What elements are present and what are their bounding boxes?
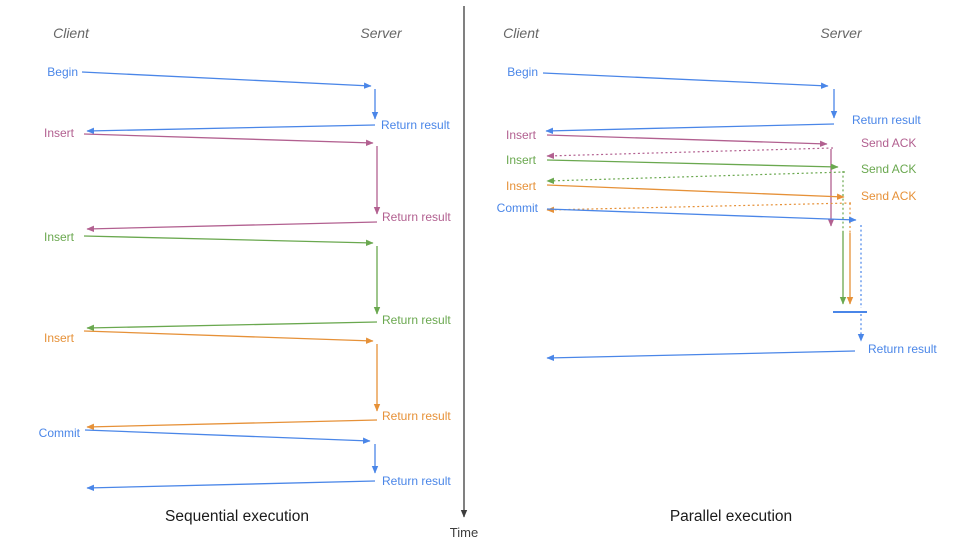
operation-label-insert: Insert [44, 230, 75, 244]
operation-label-insert: Insert [506, 179, 537, 193]
response-arrow [86, 221, 378, 233]
operation-label-insert: Insert [506, 153, 537, 167]
panel-title-sequential: Sequential execution [165, 508, 309, 525]
client-header: Client [53, 25, 90, 41]
time-axis-label: Time [450, 525, 478, 540]
request-arrow [546, 184, 845, 200]
response-label: Return result [382, 474, 451, 488]
ack-label: Send ACK [861, 189, 916, 203]
ack-arrow-dotted [546, 202, 852, 214]
response-arrow [545, 123, 835, 135]
response-arrow [546, 350, 856, 362]
operation-label-insert: Insert [44, 126, 75, 140]
response-label: Return result [382, 409, 451, 423]
operation-label-insert: Insert [506, 128, 537, 142]
operation-label-commit: Commit [497, 201, 539, 215]
request-arrow [546, 134, 828, 147]
parallel-panel: Client Server Begin Return result Insert… [497, 25, 938, 525]
response-label: Return result [852, 113, 921, 127]
request-arrow [542, 72, 829, 89]
response-arrow [86, 419, 378, 431]
request-arrow [81, 71, 372, 89]
request-arrow [83, 235, 374, 247]
response-label: Return result [382, 210, 451, 224]
ack-arrow-dotted [546, 147, 834, 160]
response-label: Return result [382, 313, 451, 327]
operation-label-begin: Begin [47, 65, 78, 79]
operation-label-commit: Commit [39, 426, 81, 440]
operation-label-begin: Begin [507, 65, 538, 79]
response-arrow [86, 321, 378, 332]
response-arrow [86, 124, 376, 135]
time-axis: Time [450, 6, 478, 540]
ack-label: Send ACK [861, 162, 916, 176]
server-header: Server [360, 25, 403, 41]
request-arrow [546, 159, 839, 171]
request-arrow [546, 208, 857, 223]
ack-arrow-dotted [546, 171, 846, 184]
request-arrow [84, 429, 371, 444]
ack-label: Send ACK [861, 136, 916, 150]
sequential-panel: Client Server Begin Return result Insert… [39, 25, 452, 525]
response-arrow [86, 480, 376, 492]
server-header: Server [820, 25, 863, 41]
response-label: Return result [381, 118, 450, 132]
panel-title-parallel: Parallel execution [670, 508, 792, 525]
request-arrow [83, 133, 374, 146]
response-label: Return result [868, 342, 937, 356]
client-header: Client [503, 25, 540, 41]
request-arrow [83, 330, 374, 344]
operation-label-insert: Insert [44, 331, 75, 345]
